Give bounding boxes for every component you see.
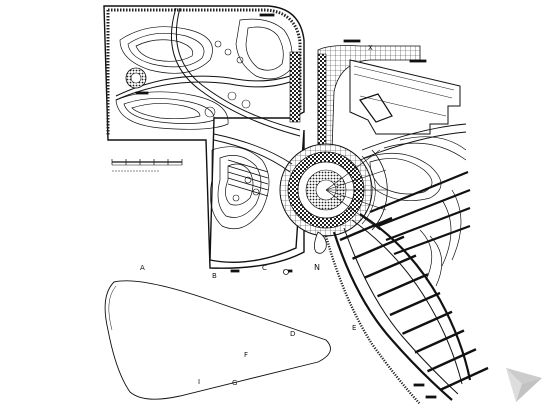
label-a: A bbox=[140, 264, 145, 272]
pergola-rib bbox=[377, 273, 429, 298]
label-n: N bbox=[314, 263, 320, 272]
label-g: G bbox=[232, 379, 237, 387]
connecting-road bbox=[213, 123, 467, 173]
label-f: F bbox=[244, 351, 248, 359]
pergola-rib bbox=[352, 235, 405, 260]
park-block-west bbox=[103, 5, 305, 269]
pergola-rib bbox=[414, 329, 465, 354]
triangular-lot bbox=[104, 280, 331, 400]
pergola-rib bbox=[427, 348, 477, 373]
pergola-rib bbox=[389, 291, 441, 317]
label-b: B bbox=[212, 272, 217, 280]
label-d: D bbox=[290, 330, 295, 338]
pergola-rib bbox=[364, 254, 417, 279]
label-x: X bbox=[368, 44, 373, 52]
scale-bar bbox=[111, 159, 183, 172]
label-i: I bbox=[198, 378, 200, 386]
central-plaza bbox=[279, 143, 388, 254]
pergola-rib bbox=[339, 216, 393, 242]
building-footprint bbox=[349, 59, 461, 135]
map-markers bbox=[135, 13, 437, 399]
pergola-rib bbox=[439, 366, 489, 392]
plan-labels: A B C N D E F G I X bbox=[140, 44, 373, 387]
triangular-logo-icon bbox=[506, 368, 542, 402]
pergola-walkway bbox=[324, 170, 489, 405]
pergola-rib bbox=[402, 310, 453, 335]
label-c: C bbox=[262, 264, 267, 272]
label-e: E bbox=[352, 324, 356, 332]
